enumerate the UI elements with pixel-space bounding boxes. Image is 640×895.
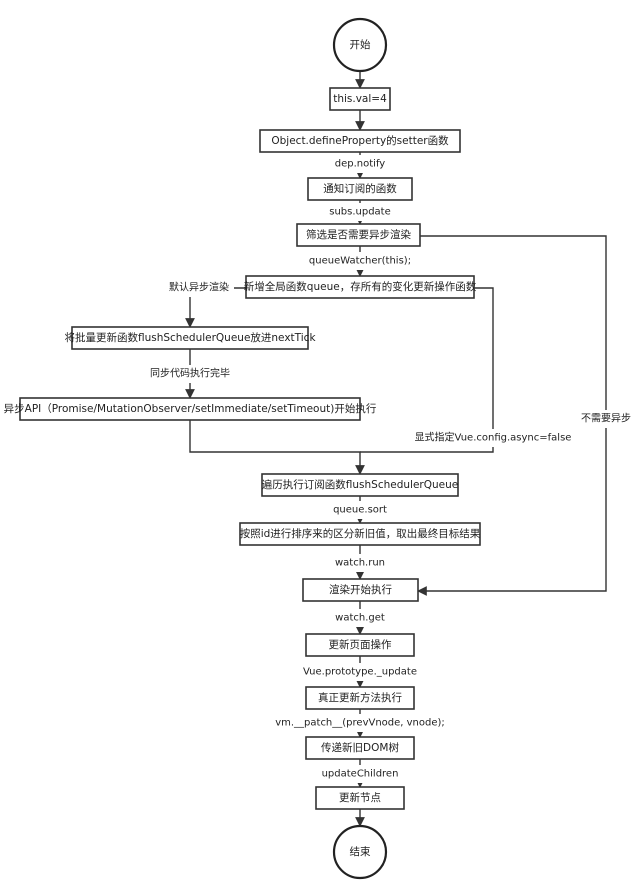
node-start: 开始 [332, 17, 388, 73]
edge-label-sync-done: 同步代码执行完毕 [150, 367, 230, 380]
node-end-label: 结束 [350, 845, 371, 858]
node-this-val: this.val=4 [329, 87, 391, 111]
edge-label-queue-sort: queue.sort [333, 505, 387, 516]
edge-label-vm-patch: vm.__patch__(prevVnode, vnode); [275, 718, 445, 729]
node-pass-dom-trees: 传递新旧DOM树 [305, 736, 415, 760]
node-global-queue-label: 新增全局函数queue，存所有的变化更新操作函数 [244, 280, 477, 293]
node-define-property-setter-label: Object.defineProperty的setter函数 [271, 134, 449, 147]
edge-n7-to-n8 [189, 420, 365, 475]
node-update-nodes-label: 更新节点 [339, 791, 381, 804]
edge-labels: dep.notify subs.update queueWatcher(this… [143, 155, 634, 783]
edge-label-queue-watcher: queueWatcher(this); [309, 256, 411, 267]
node-flush-next-tick: 将批量更新函数flushSchedulerQueue放进nextTick [64, 326, 316, 350]
node-flush-next-tick-label: 将批量更新函数flushSchedulerQueue放进nextTick [64, 331, 316, 344]
node-notify-subscribers: 通知订阅的函数 [307, 177, 413, 201]
node-define-property-setter: Object.defineProperty的setter函数 [259, 129, 461, 153]
edge-label-vue-prototype-update: Vue.prototype._update [303, 667, 417, 678]
edge-label-update-children: updateChildren [322, 769, 399, 780]
node-pass-dom-trees-label: 传递新旧DOM树 [321, 741, 399, 754]
node-start-label: 开始 [350, 38, 371, 51]
node-end: 结束 [332, 824, 388, 880]
node-update-page: 更新页面操作 [305, 633, 415, 657]
node-sort-by-id-label: 按照id进行排序来的区分新旧值，取出最终目标结果 [240, 527, 481, 540]
node-flush-scheduler-queue: 遍历执行订阅函数flushSchedulerQueue [261, 473, 459, 497]
edge-label-subs-update: subs.update [329, 207, 391, 218]
node-async-api: 异步API（Promise/MutationObserver/setImmedi… [4, 397, 377, 421]
node-sort-by-id: 按照id进行排序来的区分新旧值，取出最终目标结果 [239, 522, 481, 546]
node-update-nodes: 更新节点 [315, 786, 405, 810]
edge-label-config-async-false: 显式指定Vue.config.async=false [415, 431, 572, 444]
edge-label-dep-notify: dep.notify [335, 159, 386, 170]
node-async-api-label: 异步API（Promise/MutationObserver/setImmedi… [4, 402, 377, 415]
edge-n5-to-n8-sync [360, 287, 494, 453]
edge-label-watch-run: watch.run [335, 558, 385, 569]
node-this-val-label: this.val=4 [333, 93, 387, 105]
edge-label-watch-get: watch.get [335, 613, 385, 624]
node-real-update: 真正更新方法执行 [305, 686, 415, 710]
node-update-page-label: 更新页面操作 [329, 638, 392, 651]
node-check-async-render: 筛选是否需要异步渲染 [296, 223, 421, 247]
node-render-start: 渲染开始执行 [302, 578, 419, 602]
node-global-queue: 新增全局函数queue，存所有的变化更新操作函数 [244, 275, 477, 299]
node-notify-subscribers-label: 通知订阅的函数 [323, 182, 397, 195]
node-flush-scheduler-queue-label: 遍历执行订阅函数flushSchedulerQueue [262, 478, 458, 491]
edge-label-default-async: 默认异步渲染 [169, 281, 229, 294]
edge-label-no-async-needed: 不需要异步 [581, 413, 631, 425]
node-render-start-label: 渲染开始执行 [329, 583, 392, 596]
node-check-async-render-label: 筛选是否需要异步渲染 [306, 228, 411, 241]
node-real-update-label: 真正更新方法执行 [318, 691, 402, 704]
